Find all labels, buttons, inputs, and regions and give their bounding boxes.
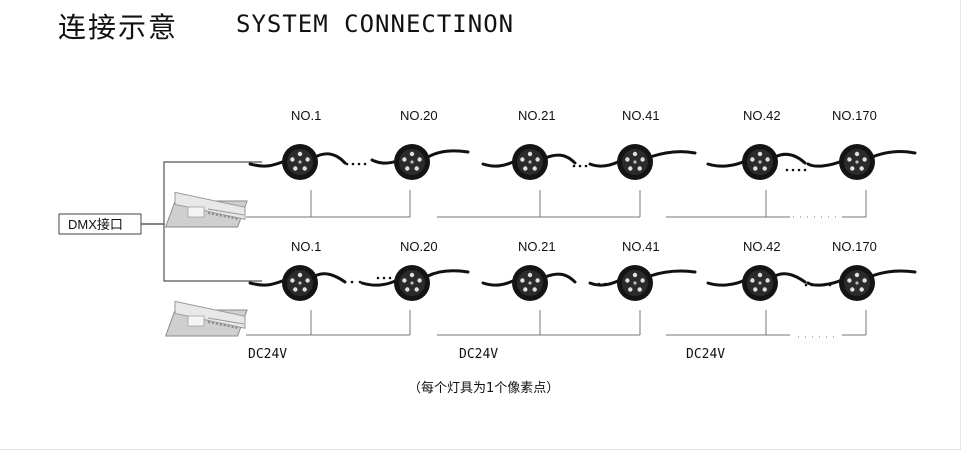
pixel-light	[394, 265, 430, 301]
pixel-light	[512, 265, 548, 301]
row1-ellipsis-dots	[345, 162, 807, 172]
pixel-light	[839, 265, 875, 301]
row1-pixel-lights	[282, 144, 875, 180]
pixel-light	[617, 265, 653, 301]
pixel-number-label: NO.42	[743, 239, 781, 254]
row2-ellipsis-dots	[350, 276, 832, 287]
power-supply-1	[164, 191, 249, 228]
pixel-number-label: NO.170	[832, 108, 877, 123]
row2-labels: NO.1 NO.20 NO.21 NO.41 NO.42 NO.170	[291, 239, 877, 254]
pixel-light	[742, 265, 778, 301]
pixel-light	[512, 144, 548, 180]
dmx-signal-lines	[141, 161, 262, 282]
title-english: SYSTEM CONNECTINON	[236, 10, 515, 38]
pixel-light	[282, 144, 318, 180]
pixel-number-label: NO.41	[622, 108, 660, 123]
row1-labels: NO.1 NO.20 NO.21 NO.41 NO.42 NO.170	[291, 108, 877, 123]
pixel-number-label: NO.20	[400, 239, 438, 254]
pixel-light	[839, 144, 875, 180]
voltage-label: DC24V	[459, 347, 498, 362]
voltage-label: DC24V	[248, 347, 287, 362]
title-chinese: 连接示意	[58, 11, 179, 44]
pixel-number-label: NO.1	[291, 239, 321, 254]
pixel-number-label: NO.21	[518, 108, 556, 123]
pixel-number-label: NO.41	[622, 239, 660, 254]
pixel-number-label: NO.170	[832, 239, 877, 254]
pixel-number-label: NO.1	[291, 108, 321, 123]
power-supply-2	[164, 300, 249, 337]
footnote: （每个灯具为1个像素点）	[408, 380, 559, 396]
pixel-light	[394, 144, 430, 180]
pixel-light	[282, 265, 318, 301]
dmx-interface-label: DMX接口	[68, 217, 123, 232]
pixel-number-label: NO.21	[518, 239, 556, 254]
row1-power-bus	[246, 190, 867, 218]
pixel-number-label: NO.20	[400, 108, 438, 123]
pixel-light	[742, 144, 778, 180]
pixel-number-label: NO.42	[743, 108, 781, 123]
pixel-light	[617, 144, 653, 180]
row2-pixel-lights	[282, 265, 875, 301]
row2-cables	[248, 269, 917, 287]
row1-cables	[248, 149, 917, 168]
voltage-label: DC24V	[686, 347, 725, 362]
row2-power-bus	[246, 310, 867, 338]
